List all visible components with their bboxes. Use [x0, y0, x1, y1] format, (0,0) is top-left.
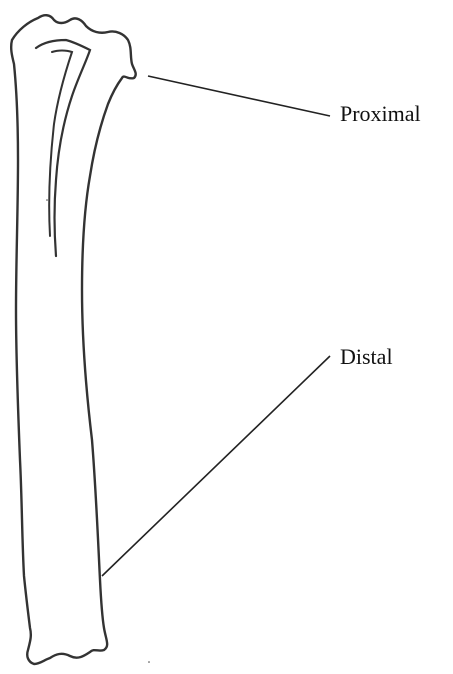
- distal-label: Distal: [340, 346, 393, 368]
- speck-mark: [46, 199, 48, 201]
- bone-outline: [11, 15, 136, 664]
- leader-line-proximal: [148, 76, 330, 116]
- proximal-label: Proximal: [340, 103, 421, 125]
- leader-line-distal: [102, 356, 330, 576]
- speck-mark: [148, 661, 150, 663]
- bone-ridge-line: [36, 40, 90, 256]
